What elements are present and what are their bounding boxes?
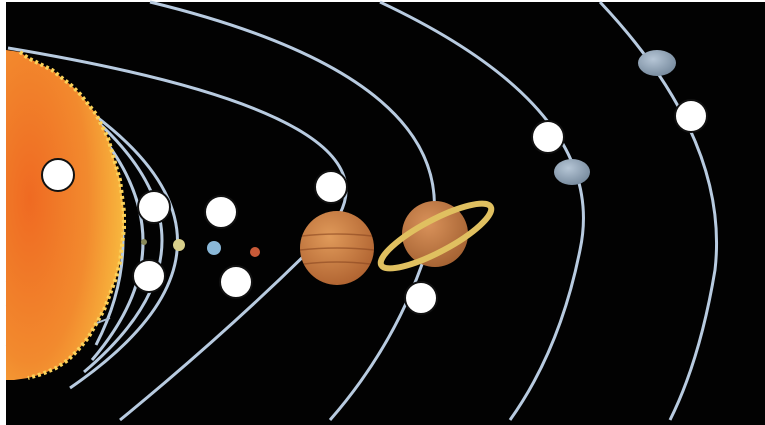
label-blank-earth[interactable] [204,195,238,229]
label-blank-mars[interactable] [219,265,253,299]
venus [173,239,185,251]
orbit-uranus [379,0,585,421]
sun-corona [18,50,126,380]
sun [6,50,124,380]
mercury [141,239,147,245]
label-blank-saturn[interactable] [404,281,438,315]
earth [207,241,221,255]
label-blank-neptune[interactable] [674,99,708,133]
label-blank-jupiter[interactable] [314,170,348,204]
orbit-earth [83,108,164,374]
saturn-ring [377,200,495,272]
saturn-body [402,201,468,267]
saturn [377,200,495,272]
label-blank-sun[interactable] [41,158,75,192]
mars [250,247,260,257]
label-blank-mercury-bottom[interactable] [132,259,166,293]
jupiter-bands [299,233,375,265]
label-blank-uranus[interactable] [531,120,565,154]
uranus [554,159,590,185]
neptune [638,50,676,76]
label-blank-mercury-venus[interactable] [137,190,171,224]
